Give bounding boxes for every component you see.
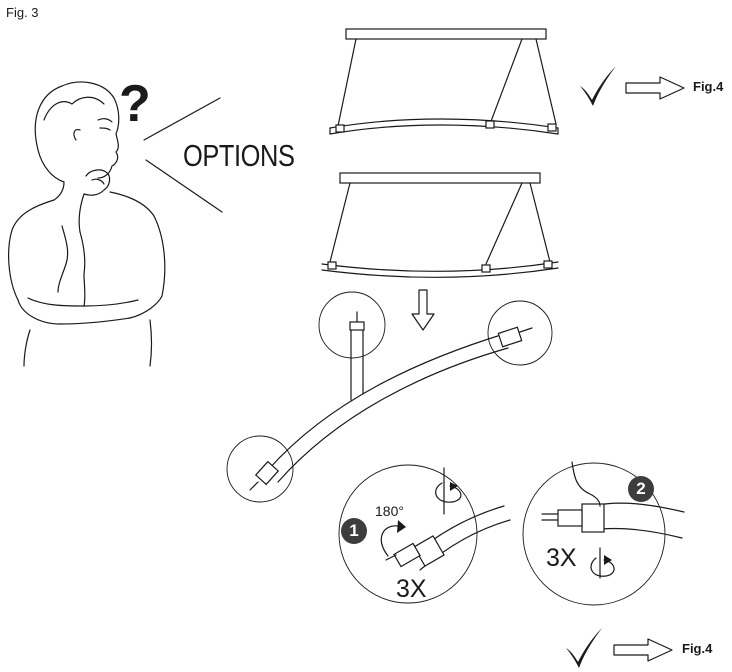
fig-reference-bottom: Fig.4 [682, 641, 713, 656]
pendant-lamp-illustration [321, 172, 559, 278]
checkmark-icon [580, 66, 616, 106]
tube-detail [226, 291, 553, 503]
thought-line-lower [145, 159, 223, 213]
magnifier-circle [487, 300, 553, 366]
pendant-lamp-illustration [329, 28, 559, 135]
magnifier-circle [318, 291, 386, 359]
options-label: OPTIONS [183, 138, 295, 173]
outline-arrow-right-icon [625, 76, 685, 100]
thought-line-upper [143, 97, 221, 141]
magnifier-circle [338, 464, 478, 604]
step-2-repeat-label: 3X [546, 544, 577, 572]
rotate-icon [435, 482, 462, 503]
rotation-degrees-label: 180° [375, 503, 404, 519]
outline-arrow-down-icon [411, 289, 435, 331]
fig-reference-top: Fig.4 [693, 79, 724, 94]
outline-arrow-right-icon [613, 638, 673, 662]
question-mark: ? [119, 75, 151, 133]
magnifier-circle [226, 435, 294, 503]
thinking-person-illustration [8, 81, 166, 367]
step-1-repeat-label: 3X [396, 575, 427, 603]
step-2-badge: 2 [628, 476, 654, 502]
figure-label: Fig. 3 [6, 5, 39, 20]
step-2-detail [522, 461, 685, 606]
rotate-icon [590, 557, 615, 577]
step-1-badge: 1 [341, 518, 367, 544]
rotate-icon [380, 525, 399, 557]
step-1-detail [338, 464, 511, 604]
checkmark-icon [566, 628, 602, 668]
